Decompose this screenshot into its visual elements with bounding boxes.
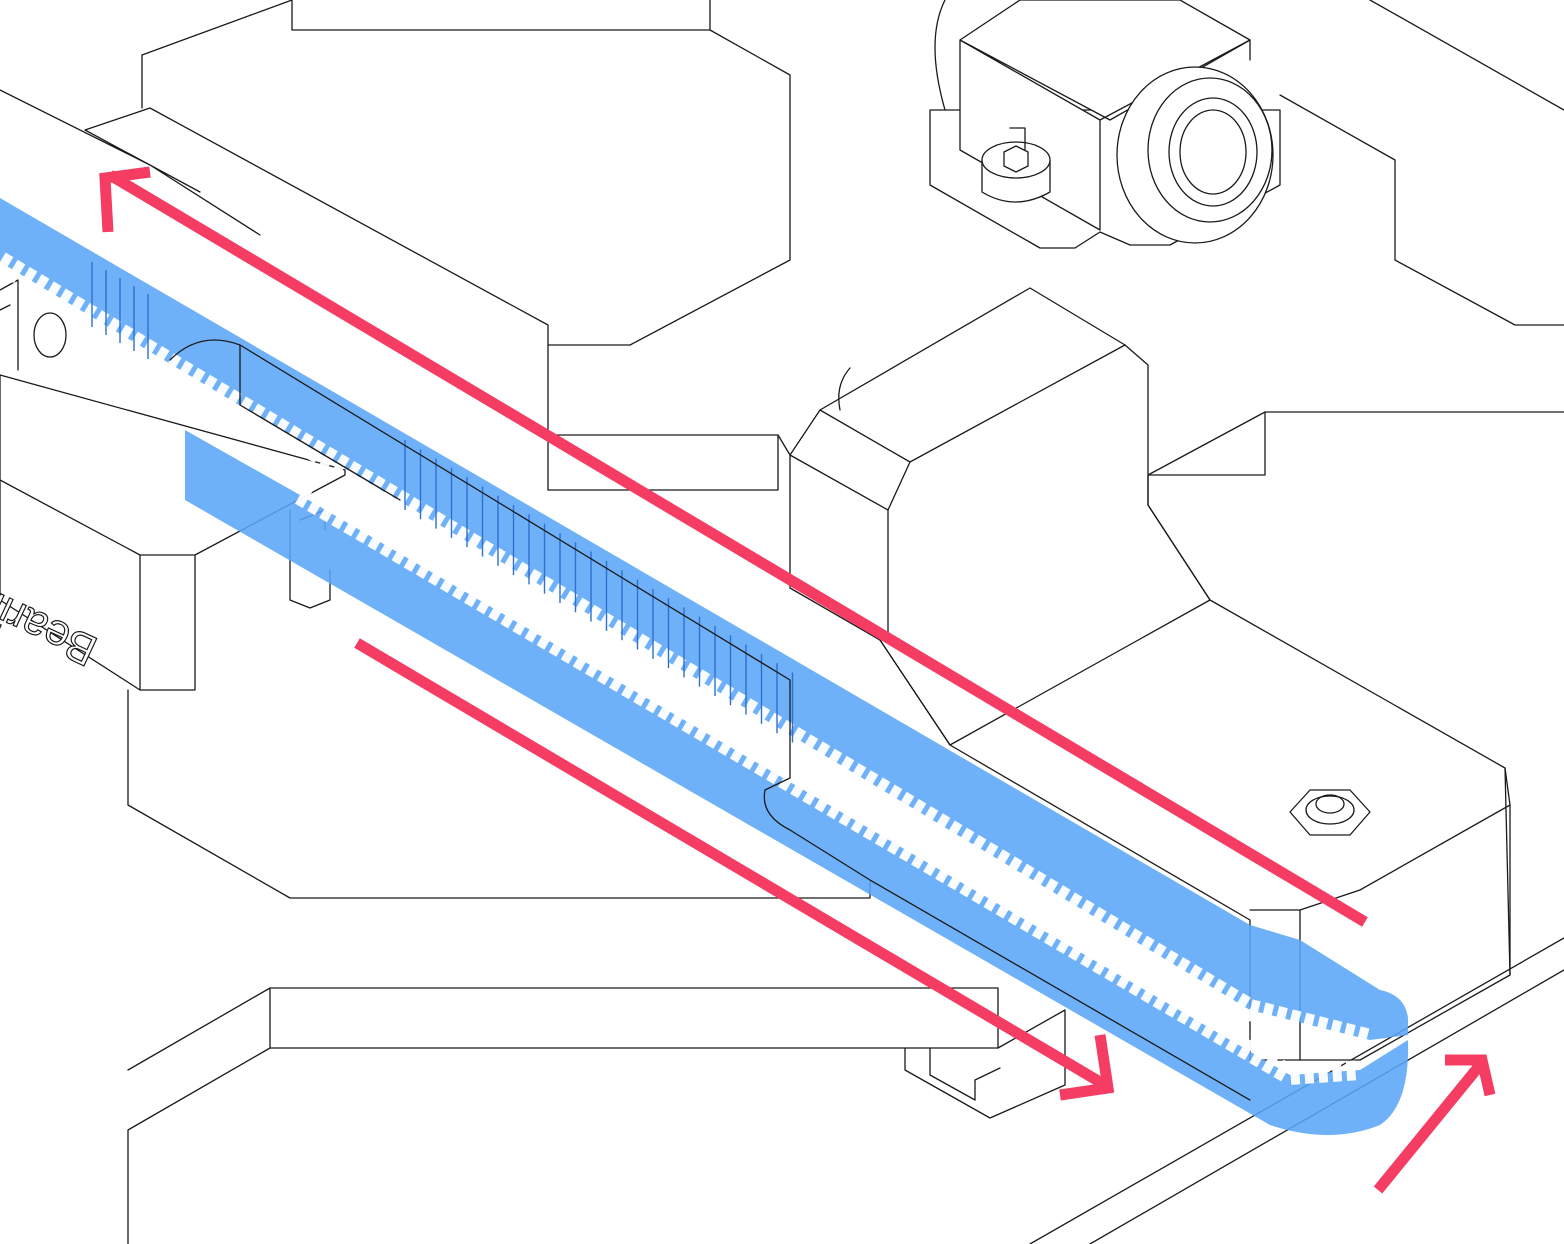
motion-arrows	[99, 166, 1496, 1194]
bearing-carriage: Bearing 1	[0, 89, 549, 691]
tension-arrow	[1373, 1054, 1496, 1194]
belt-teeth	[91, 262, 794, 743]
timing-belt	[0, 198, 1409, 1135]
belt-lower-arrow	[354, 638, 1115, 1101]
belt-upper-run	[0, 198, 1408, 1040]
top-pulley	[929, 0, 1281, 249]
belt-lower-run	[185, 430, 1409, 1135]
belt-upper-arrow	[99, 166, 1368, 927]
motor-bracket	[789, 287, 1564, 1061]
